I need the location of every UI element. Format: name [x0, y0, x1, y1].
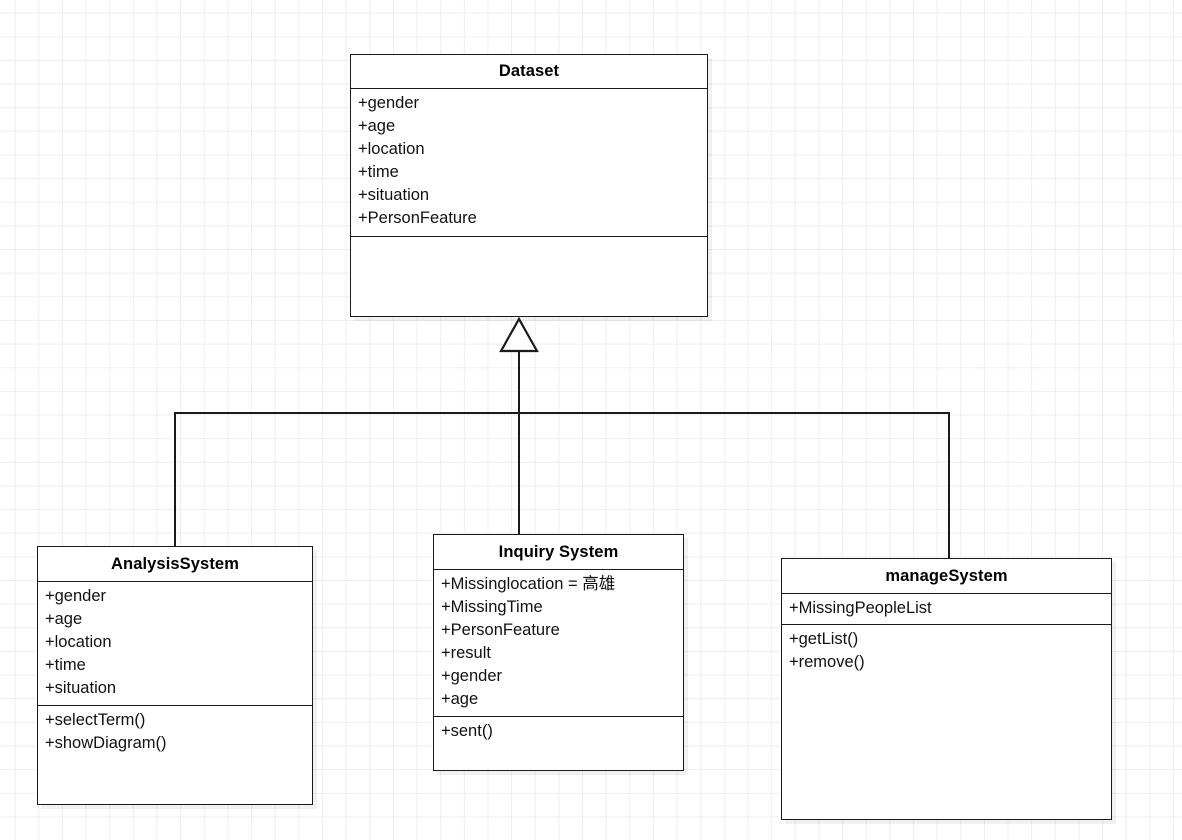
attribute-item: +age [358, 116, 396, 135]
generalization-drop-left [174, 412, 176, 546]
attribute-item: +gender [45, 587, 107, 605]
class-box-dataset[interactable]: Dataset +gender +age +location +time +si… [350, 54, 708, 317]
attribute-item: +MissingTime [441, 597, 543, 616]
attribute-item: +PersonFeature [358, 208, 477, 227]
class-title-analysis-system: AnalysisSystem [38, 547, 312, 582]
generalization-bus [174, 412, 950, 414]
class-title-inquiry-system: Inquiry System [434, 535, 683, 570]
class-box-manage-system[interactable]: manageSystem +MissingPeopleList +getList… [781, 558, 1112, 820]
attribute-item: +PersonFeature [441, 620, 560, 639]
method-item: +showDiagram() [45, 733, 167, 752]
attribute-item: +situation [358, 185, 430, 204]
class-title-manage-system: manageSystem [782, 559, 1111, 594]
attribute-item: +age [45, 609, 83, 628]
class-box-analysis-system[interactable]: AnalysisSystem +gender +age +location +t… [37, 546, 313, 805]
method-item: +getList() [789, 630, 859, 648]
class-box-inquiry-system[interactable]: Inquiry System +Missinglocation = 高雄 +Mi… [433, 534, 684, 771]
class-methods-dataset [351, 237, 707, 315]
attribute-item: +gender [441, 666, 503, 685]
class-attributes-analysis-system: +gender +age +location +time +situation [38, 582, 312, 706]
attribute-item: +time [45, 655, 86, 674]
attribute-item: +MissingPeopleList [789, 599, 932, 617]
class-attributes-inquiry-system: +Missinglocation = 高雄 +MissingTime +Pers… [434, 570, 683, 717]
method-item: +selectTerm() [45, 711, 146, 729]
attribute-item: +location [45, 632, 112, 651]
class-methods-manage-system: +getList() +remove() [782, 625, 1111, 818]
attribute-item: +Missinglocation = 高雄 [441, 575, 616, 593]
generalization-drop-right [948, 412, 950, 559]
attribute-item: +situation [45, 678, 117, 697]
method-item: +remove() [789, 652, 865, 671]
attribute-item: +result [441, 643, 491, 662]
class-attributes-dataset: +gender +age +location +time +situation … [351, 89, 707, 237]
attribute-item: +location [358, 139, 425, 158]
method-item: +sent() [441, 722, 493, 740]
class-methods-inquiry-system: +sent() [434, 717, 683, 770]
generalization-stem-center [518, 350, 520, 534]
class-title-dataset: Dataset [351, 55, 707, 89]
attribute-item: +gender [358, 94, 420, 112]
class-attributes-manage-system: +MissingPeopleList [782, 594, 1111, 625]
attribute-item: +age [441, 689, 479, 708]
attribute-item: +time [358, 162, 399, 181]
class-methods-analysis-system: +selectTerm() +showDiagram() [38, 706, 312, 804]
